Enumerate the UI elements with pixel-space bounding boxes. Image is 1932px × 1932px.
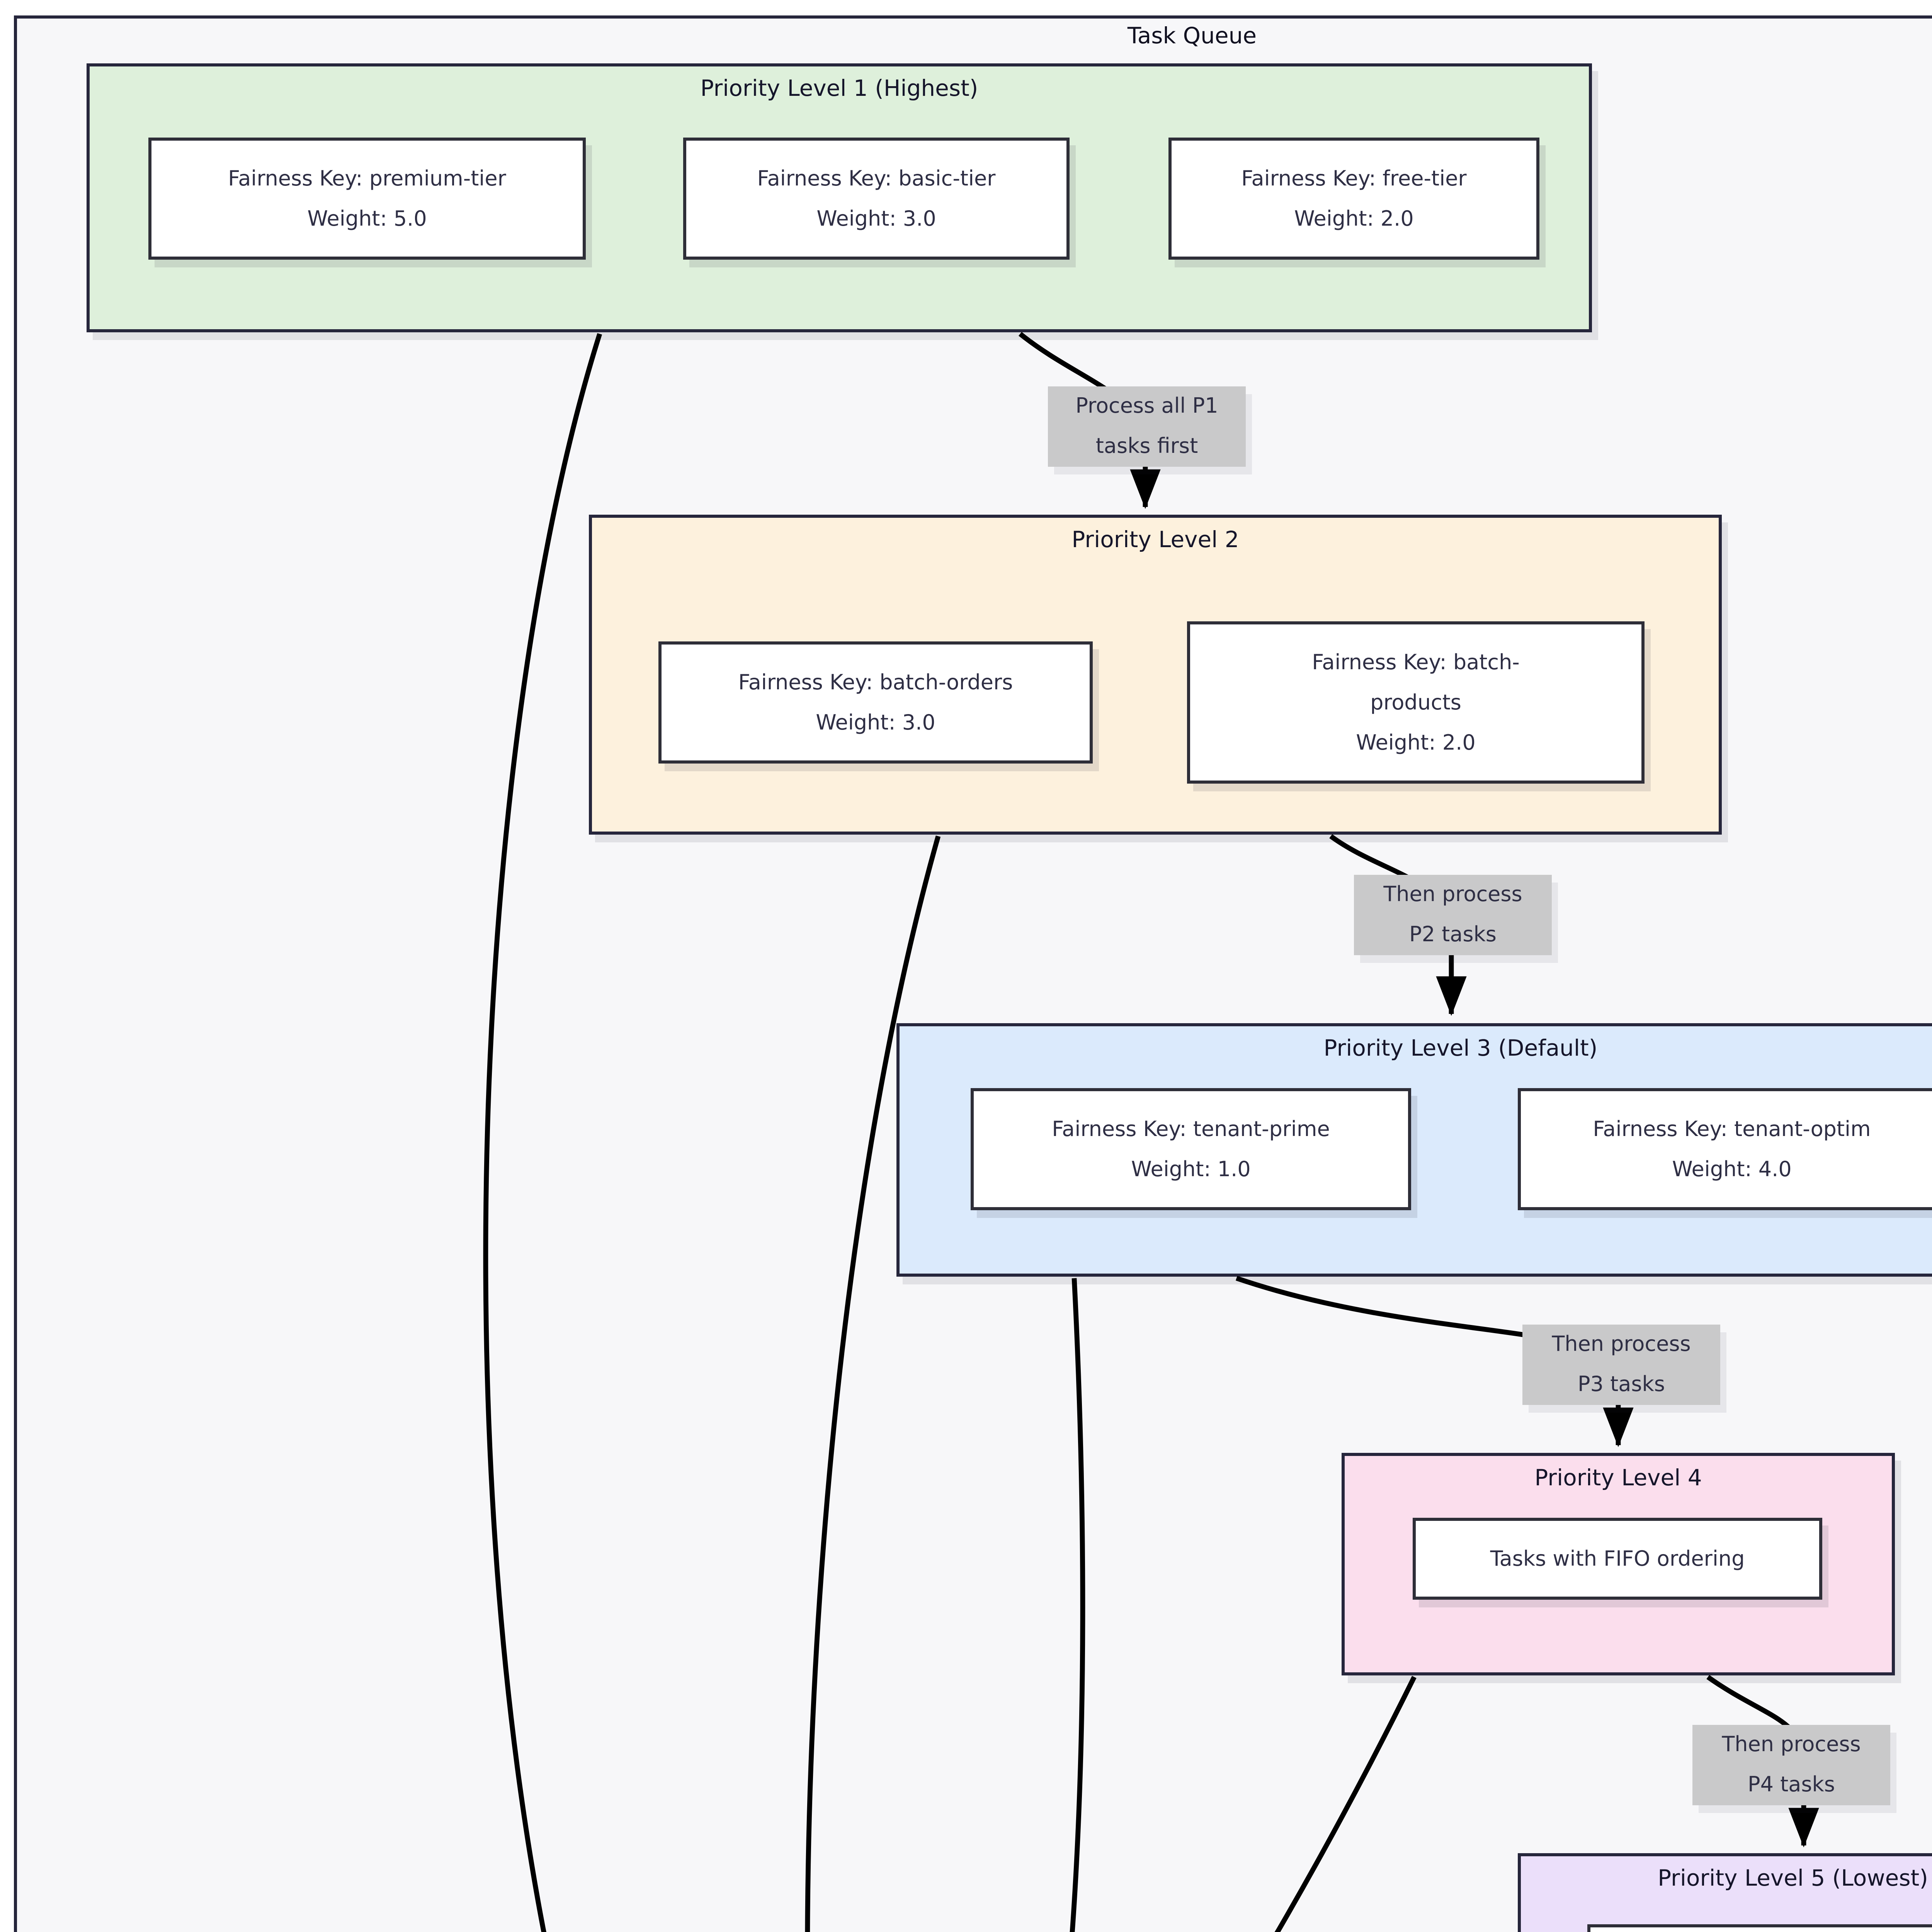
edge-label-p3-p4: Then process P3 tasks <box>1522 1325 1720 1405</box>
node-text-line: Fairness Key: batch- <box>1312 650 1520 675</box>
edge-label-p2-p3: Then process P2 tasks <box>1354 875 1552 955</box>
node-batch-orders: Fairness Key: batch-orders Weight: 3.0 <box>658 641 1093 764</box>
node-text-line: Weight: 1.0 <box>1131 1157 1251 1182</box>
node-text-line: Weight: 5.0 <box>307 206 427 231</box>
node-text-line: Fairness Key: tenant-prime <box>1052 1117 1330 1141</box>
cluster-priority-4-title: Priority Level 4 <box>1534 1467 1702 1492</box>
node-batch-products: Fairness Key: batch- products Weight: 2.… <box>1187 621 1645 784</box>
cluster-priority-1-title: Priority Level 1 (Highest) <box>700 77 978 102</box>
node-tenant-prime: Fairness Key: tenant-prime Weight: 1.0 <box>971 1088 1411 1210</box>
edge-label-line: P2 tasks <box>1409 923 1497 947</box>
edge-label-line: Then process <box>1383 883 1522 907</box>
node-fifo-p5: Tasks with FIFO ordering <box>1587 1924 1932 1932</box>
node-text-line: Fairness Key: free-tier <box>1241 166 1467 191</box>
node-text-line: products <box>1370 690 1461 715</box>
node-premium-tier: Fairness Key: premium-tier Weight: 5.0 <box>148 138 586 260</box>
node-tenant-optim: Fairness Key: tenant-optim Weight: 4.0 <box>1518 1088 1932 1210</box>
node-text-line: Fairness Key: premium-tier <box>228 166 506 191</box>
node-text-line: Weight: 3.0 <box>816 206 936 231</box>
node-text-line: Weight: 3.0 <box>816 710 935 735</box>
edge-p3-to-workers <box>1070 1278 1085 1932</box>
edge-label-line: tasks first <box>1095 434 1198 459</box>
cluster-priority-3-title: Priority Level 3 (Default) <box>1323 1037 1598 1062</box>
edge-label-line: Then process <box>1722 1733 1861 1757</box>
node-text-line: Weight: 4.0 <box>1672 1157 1792 1182</box>
node-fifo-p4: Tasks with FIFO ordering <box>1413 1518 1822 1600</box>
task-queue-title: Task Queue <box>1127 25 1257 49</box>
cluster-priority-5: Priority Level 5 (Lowest) <box>1518 1853 1932 1932</box>
edge-label-line: Then process <box>1552 1332 1691 1357</box>
node-free-tier: Fairness Key: free-tier Weight: 2.0 <box>1168 138 1539 260</box>
edge-label-p1-p2: Process all P1 tasks first <box>1048 386 1246 467</box>
edge-label-line: Process all P1 <box>1075 394 1218 419</box>
cluster-priority-5-title: Priority Level 5 (Lowest) <box>1658 1867 1928 1892</box>
edge-label-line: P4 tasks <box>1748 1773 1835 1798</box>
edge-p1-to-workers <box>483 333 602 1932</box>
node-text-line: Fairness Key: batch-orders <box>738 670 1013 695</box>
node-text-line: Fairness Key: tenant-optim <box>1593 1117 1871 1141</box>
cluster-priority-2-title: Priority Level 2 <box>1071 529 1239 553</box>
edge-p2-to-workers <box>805 835 941 1932</box>
node-basic-tier: Fairness Key: basic-tier Weight: 3.0 <box>683 138 1070 260</box>
node-text-line: Tasks with FIFO ordering <box>1490 1546 1745 1571</box>
edge-label-line: P3 tasks <box>1578 1372 1665 1397</box>
node-text-line: Fairness Key: basic-tier <box>757 166 996 191</box>
edge-label-p4-p5: Then process P4 tasks <box>1692 1725 1890 1805</box>
node-text-line: Weight: 2.0 <box>1356 730 1476 755</box>
edge-p4-to-workers <box>1274 1676 1417 1932</box>
node-text-line: Weight: 2.0 <box>1294 206 1414 231</box>
